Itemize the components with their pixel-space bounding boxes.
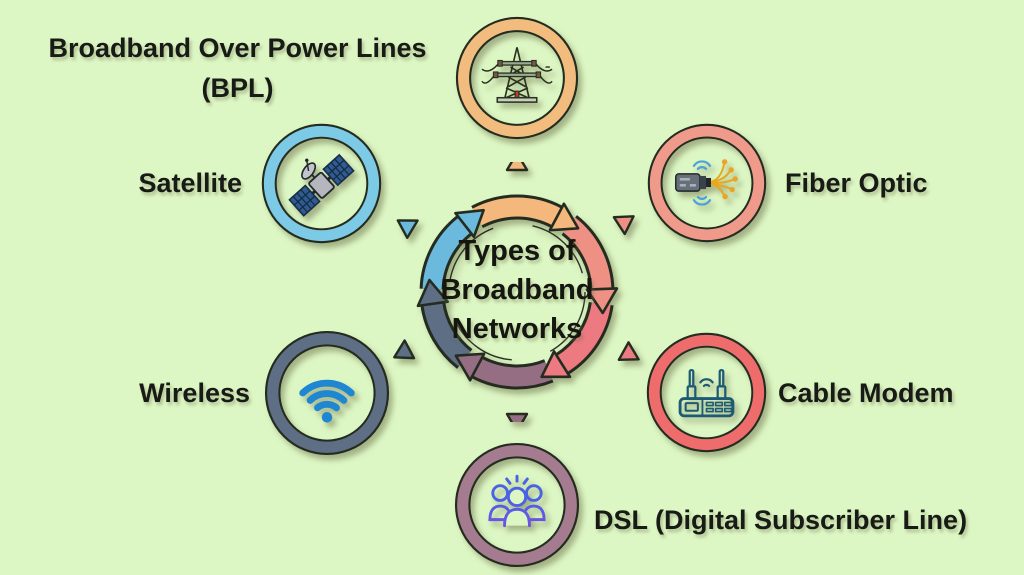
- label-cable-modem: Cable Modem: [778, 378, 954, 408]
- power-tower-icon: [481, 47, 553, 103]
- people-group-icon: [488, 474, 546, 528]
- satellite-icon: [288, 153, 355, 217]
- label-wireless: Wireless: [139, 378, 250, 408]
- cable-modem-icon: [678, 369, 735, 418]
- node-fiber-optic: [644, 120, 770, 246]
- diagram-title: Types of Broadband Networks: [440, 235, 594, 345]
- wifi-icon: [299, 379, 355, 423]
- label-satellite: Satellite: [138, 168, 242, 198]
- node-cable-modem: [643, 329, 770, 456]
- node-dsl: [451, 439, 583, 571]
- label-dsl: DSL (Digital Subscriber Line): [594, 505, 968, 535]
- label-bpl: Broadband Over Power Lines (BPL): [48, 33, 427, 103]
- cycle-arrows-icon: [393, 162, 640, 422]
- node-bpl: [452, 13, 582, 143]
- node-wireless: [261, 327, 393, 459]
- fiber-optic-icon: [674, 159, 738, 206]
- center-cycle-diagram: [387, 162, 647, 422]
- node-satellite: [258, 120, 385, 247]
- label-fiber-optic: Fiber Optic: [785, 168, 928, 198]
